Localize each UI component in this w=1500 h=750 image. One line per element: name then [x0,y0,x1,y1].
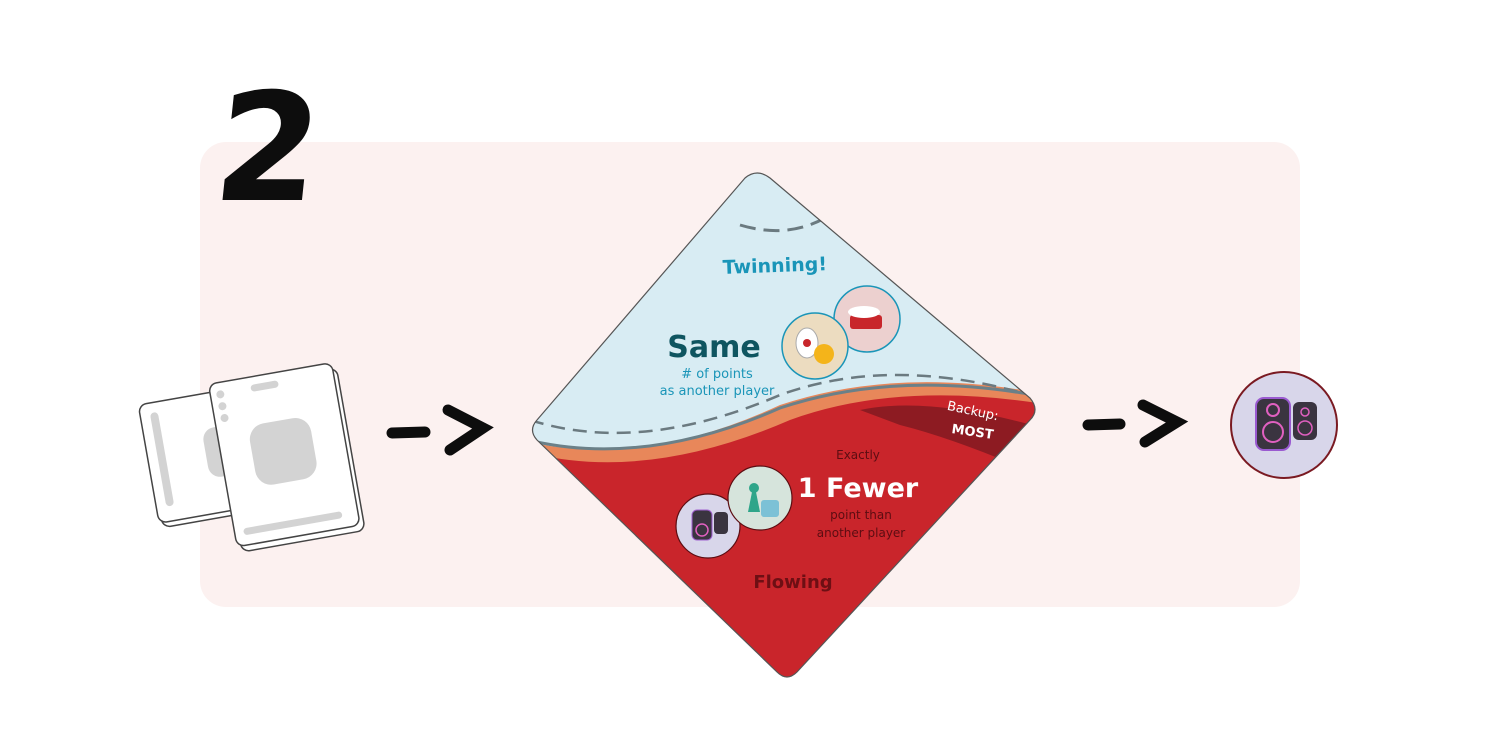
target-balloon-token-icon [781,312,849,380]
card-deck-icon [138,363,365,552]
card-top-name: Twinning! [722,253,827,279]
speaker-token-icon [675,493,741,559]
card-bottom-pre: Exactly [836,448,880,462]
card-bottom-title: 1 Fewer [798,473,919,504]
cake-token-icon [833,285,901,353]
card-top-title: Same [667,330,760,365]
card-bottom-desc-2: another player [817,526,906,540]
speaker-token-icon [1230,371,1338,479]
card-top-desc-1: # of points [681,367,753,382]
card-backup-value: MOST [951,422,995,443]
pawn-dice-token-icon [727,465,793,531]
arrow-right-icon [1082,399,1189,448]
card-top-desc-2: as another player [660,384,775,399]
arrow-right-icon [386,404,494,456]
card-bottom-desc-1: point than [830,508,892,522]
objective-card: Twinning! Same # of points as another pl… [531,172,1036,678]
card-bottom-name: Flowing [753,572,832,593]
